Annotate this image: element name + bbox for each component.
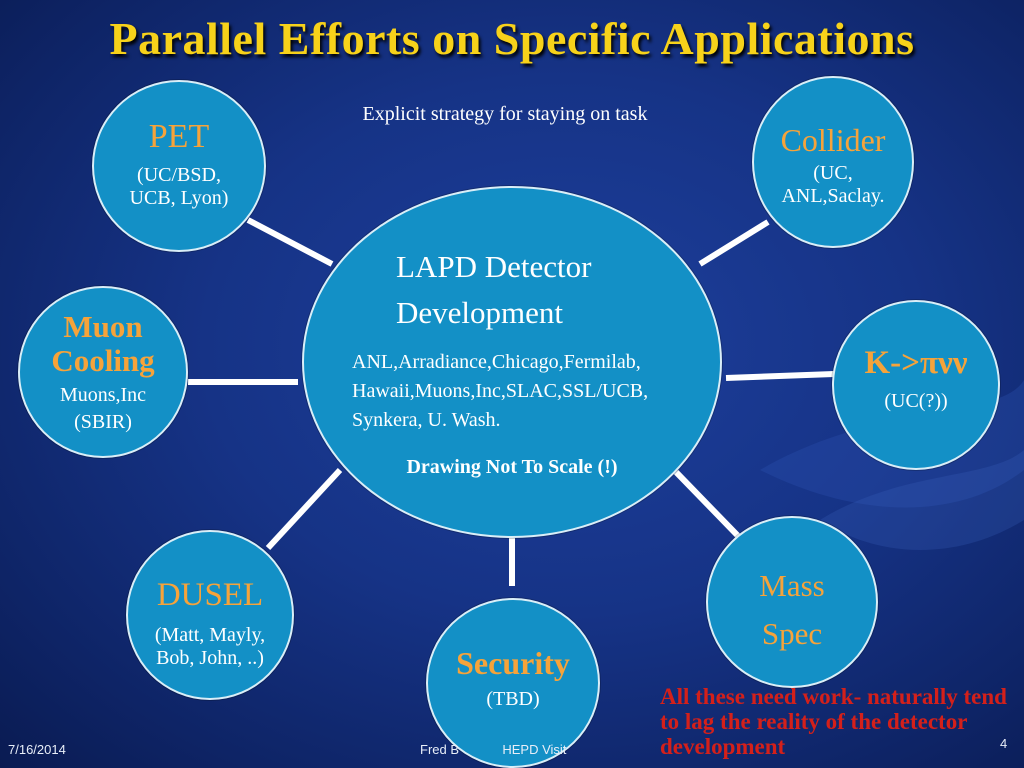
callout-text: All these need work- naturally tend to l…: [660, 684, 1007, 759]
node-dusel-line1: (Matt, Mayly,: [154, 624, 266, 646]
node-collider-title: Collider: [780, 122, 886, 158]
center-hub-lapd: LAPD Detector Development ANL,Arradiance…: [302, 186, 722, 538]
connector-pet: [246, 217, 334, 267]
node-kpinn-line1: (UC(?)): [884, 390, 948, 412]
connector-collider: [698, 219, 770, 267]
node-security: Security (TBD): [426, 598, 600, 768]
node-collider-line1: (UC,: [813, 162, 853, 184]
collaborators-line2: Hawaii,Muons,Inc,SLAC,SSL/UCB,: [352, 380, 649, 402]
node-security-line1: (TBD): [486, 688, 540, 710]
connector-dusel: [265, 467, 343, 551]
slide-subtitle: Explicit strategy for staying on task: [362, 103, 648, 125]
node-kpinn-title: K->πνν: [864, 345, 968, 381]
scale-note: Drawing Not To Scale (!): [406, 456, 618, 478]
node-security-title: Security: [456, 645, 570, 681]
slide-number: 4: [1000, 736, 1008, 751]
node-massspec-title-line1: Mass: [759, 568, 825, 603]
node-muon-line1: Muons,Inc: [59, 384, 147, 406]
footer-date: 7/16/2014: [8, 742, 66, 757]
node-muon-title-line2: Cooling: [51, 343, 155, 378]
slide-title: Parallel Efforts on Specific Application…: [109, 13, 915, 64]
node-collider-line2: ANL,Saclay.: [781, 185, 885, 207]
node-massspec-title-line2: Spec: [761, 616, 823, 651]
node-dusel-line2: Bob, John, ..): [156, 647, 264, 669]
node-muon-cooling: Muon Cooling Muons,Inc (SBIR): [18, 286, 188, 458]
collaborators-line3: Synkera, U. Wash.: [352, 409, 501, 431]
node-collider: Collider (UC, ANL,Saclay.: [752, 76, 914, 248]
footer-center: Fred B HEPD Visit: [420, 742, 567, 757]
node-pet-line2: UCB, Lyon): [129, 187, 229, 209]
node-k-pinunu: K->πνν (UC(?)): [832, 300, 1000, 470]
node-muon-title-line1: Muon: [63, 309, 143, 344]
node-dusel-title: DUSEL: [156, 577, 264, 613]
center-title-line2: Development: [396, 295, 564, 330]
connector-massspec: [673, 469, 745, 543]
connector-kpinn: [725, 371, 835, 381]
center-title-line1: LAPD Detector: [396, 249, 592, 284]
node-dusel: DUSEL (Matt, Mayly, Bob, John, ..): [126, 530, 294, 700]
node-muon-line2: (SBIR): [74, 411, 132, 433]
node-pet: PET (UC/BSD, UCB, Lyon): [92, 80, 266, 252]
node-pet-line1: (UC/BSD,: [137, 164, 221, 186]
node-pet-title: PET: [148, 118, 210, 155]
collaborators-line1: ANL,Arradiance,Chicago,Fermilab,: [352, 351, 641, 373]
node-mass-spec: Mass Spec: [706, 516, 878, 688]
